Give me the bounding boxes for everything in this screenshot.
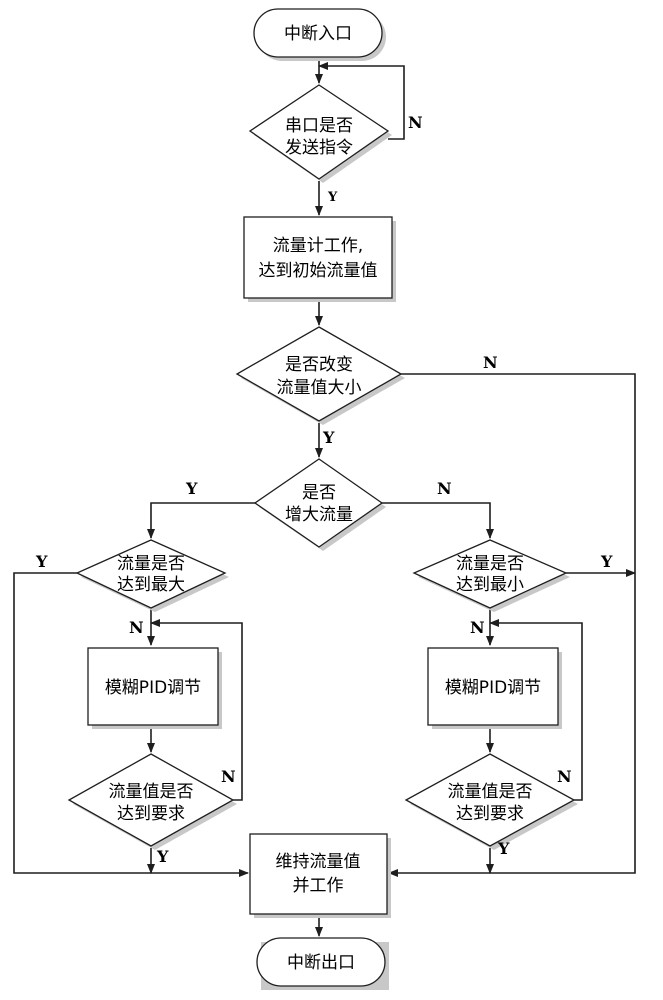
req-left-yes-label: Y (156, 847, 169, 866)
max-check-line2: 达到最大 (117, 575, 185, 595)
node-pid-left: 模糊PID调节 (87, 647, 222, 729)
change-check-line1: 是否改变 (285, 355, 353, 375)
edge-increase-no (382, 502, 494, 539)
change-yes-label: Y (322, 428, 335, 447)
req-right-no-label: N (557, 767, 572, 786)
max-no-label: N (129, 618, 144, 637)
flowmeter-work-line2: 达到初始流量值 (259, 261, 378, 281)
maintain-line1: 维持流量值 (276, 852, 361, 872)
maintain-line2: 并工作 (293, 876, 344, 896)
node-req-right: 流量值是否 达到要求 (404, 753, 578, 850)
node-pid-right: 模糊PID调节 (427, 647, 562, 729)
req-left-no-label: N (221, 767, 236, 786)
max-yes-label: Y (35, 552, 48, 571)
increase-check-line2: 增大流量 (285, 505, 353, 525)
edge-increase-yes (147, 502, 255, 539)
req-right-yes-label: Y (497, 839, 510, 858)
increase-yes-label: Y (185, 479, 198, 498)
min-check-line1: 流量是否 (456, 554, 524, 574)
edge-req-left-no-loop (150, 619, 243, 801)
req-left-line2: 达到要求 (117, 804, 185, 824)
node-increase-check: 是否 增大流量 (253, 458, 386, 551)
increase-check-line1: 是否 (302, 483, 336, 503)
flowmeter-work-line1: 流量计工作, (273, 236, 363, 256)
node-max-check: 流量是否 达到最大 (75, 539, 229, 612)
node-start: 中断入口 (253, 8, 386, 61)
node-end: 中断出口 (256, 937, 389, 990)
min-check-line2: 达到最小 (456, 575, 524, 595)
pid-left-label: 模糊PID调节 (105, 678, 201, 698)
edge-max-yes (13, 572, 249, 877)
serial-no-label: N (408, 113, 423, 132)
serial-check-line1: 串口是否 (285, 116, 353, 136)
serial-check-line2: 发送指令 (285, 138, 353, 158)
node-maintain: 维持流量值 并工作 (249, 833, 391, 918)
start-label: 中断入口 (284, 24, 352, 44)
min-yes-label: Y (600, 552, 613, 571)
node-req-left: 流量值是否 达到要求 (67, 753, 237, 850)
node-min-check: 流量是否 达到最小 (412, 539, 570, 612)
increase-no-label: N (437, 479, 452, 498)
req-left-line1: 流量值是否 (109, 782, 194, 802)
pid-right-label: 模糊PID调节 (445, 678, 541, 698)
serial-yes-label: Y (327, 190, 338, 205)
node-change-check: 是否改变 流量值大小 (235, 326, 405, 425)
edge-labels: N Y N Y Y N Y N Y N N N Y Y (35, 113, 613, 866)
min-no-label: N (470, 618, 485, 637)
edge-serial-no-loop (318, 62, 405, 140)
edges (13, 60, 636, 937)
node-serial-check: 串口是否 发送指令 (248, 84, 392, 183)
edge-req-right-no-loop (489, 619, 583, 801)
node-flowmeter-work: 流量计工作, 达到初始流量值 (243, 216, 396, 302)
edge-change-no (388, 373, 636, 877)
end-label: 中断出口 (287, 953, 355, 973)
req-right-line2: 达到要求 (456, 804, 524, 824)
max-check-line1: 流量是否 (117, 554, 185, 574)
change-check-line2: 流量值大小 (277, 378, 362, 398)
req-right-line1: 流量值是否 (448, 782, 533, 802)
change-no-label: N (483, 353, 498, 372)
